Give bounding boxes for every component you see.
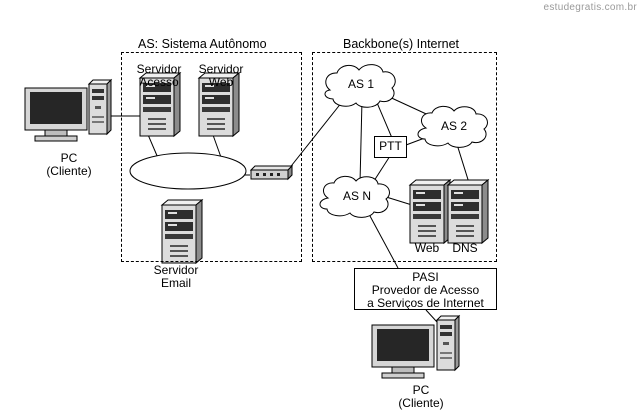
servidor-web-label-line2: Web [208,75,234,89]
backbone-box-title: Backbone(s) Internet [343,37,460,51]
ptt-box: PTT [374,136,407,158]
pc-bottom-icon [371,315,460,379]
as-box [121,52,302,262]
pc-left-label-line1: PC [60,151,78,165]
servidor-acesso-label-line1: Servidor [136,62,182,76]
as1-cloud-icon [324,64,396,108]
pasi-line1: PASI [412,270,439,284]
link-router-to-as1 [287,101,343,171]
asn-label: AS N [342,189,371,203]
pc-left-icon [24,79,112,142]
pc-bottom-label-line1: PC [412,383,430,397]
servidor-email-label: Servidor Email [148,264,204,290]
servidor-acesso-label-line2: Acesso [139,75,179,89]
backbone-box [312,52,497,262]
pasi-line2: Provedor de Acesso [371,283,480,297]
link-pasi-to-pc [425,309,438,323]
servidor-email-label-line1: Servidor [153,263,199,277]
asn-cloud-icon [319,175,390,218]
pasi-line3: a Serviços de Internet [367,296,484,310]
as2-cloud-icon [417,105,488,148]
dns-label: DNS [452,241,478,255]
servidor-web-label-line1: Servidor [198,62,244,76]
router-icon [249,164,294,181]
as2-label: AS 2 [440,119,467,133]
pc-left-label: PC (Cliente) [42,152,96,178]
lan-segment [129,152,247,190]
pc-bottom-label-line2: (Cliente) [398,396,444,410]
link-as1-asn [359,99,363,184]
servidor-web-label: Servidor Web [193,63,249,89]
servidor-acesso-label: Servidor Acesso [131,63,187,89]
link-asn-pasi [369,215,399,269]
pasi-box: PASI Provedor de Acesso a Serviços de In… [354,268,497,310]
pc-left-label-line2: (Cliente) [46,164,92,178]
as-box-title: AS: Sistema Autônomo [138,37,267,51]
watermark: estudegratis.com.br [543,2,637,13]
link-as1-ptt [374,97,393,139]
as1-label: AS 1 [347,77,374,91]
servidor-email-label-line2: Email [160,276,191,290]
web-label: Web [414,241,440,255]
pc-bottom-label: PC (Cliente) [394,384,448,410]
